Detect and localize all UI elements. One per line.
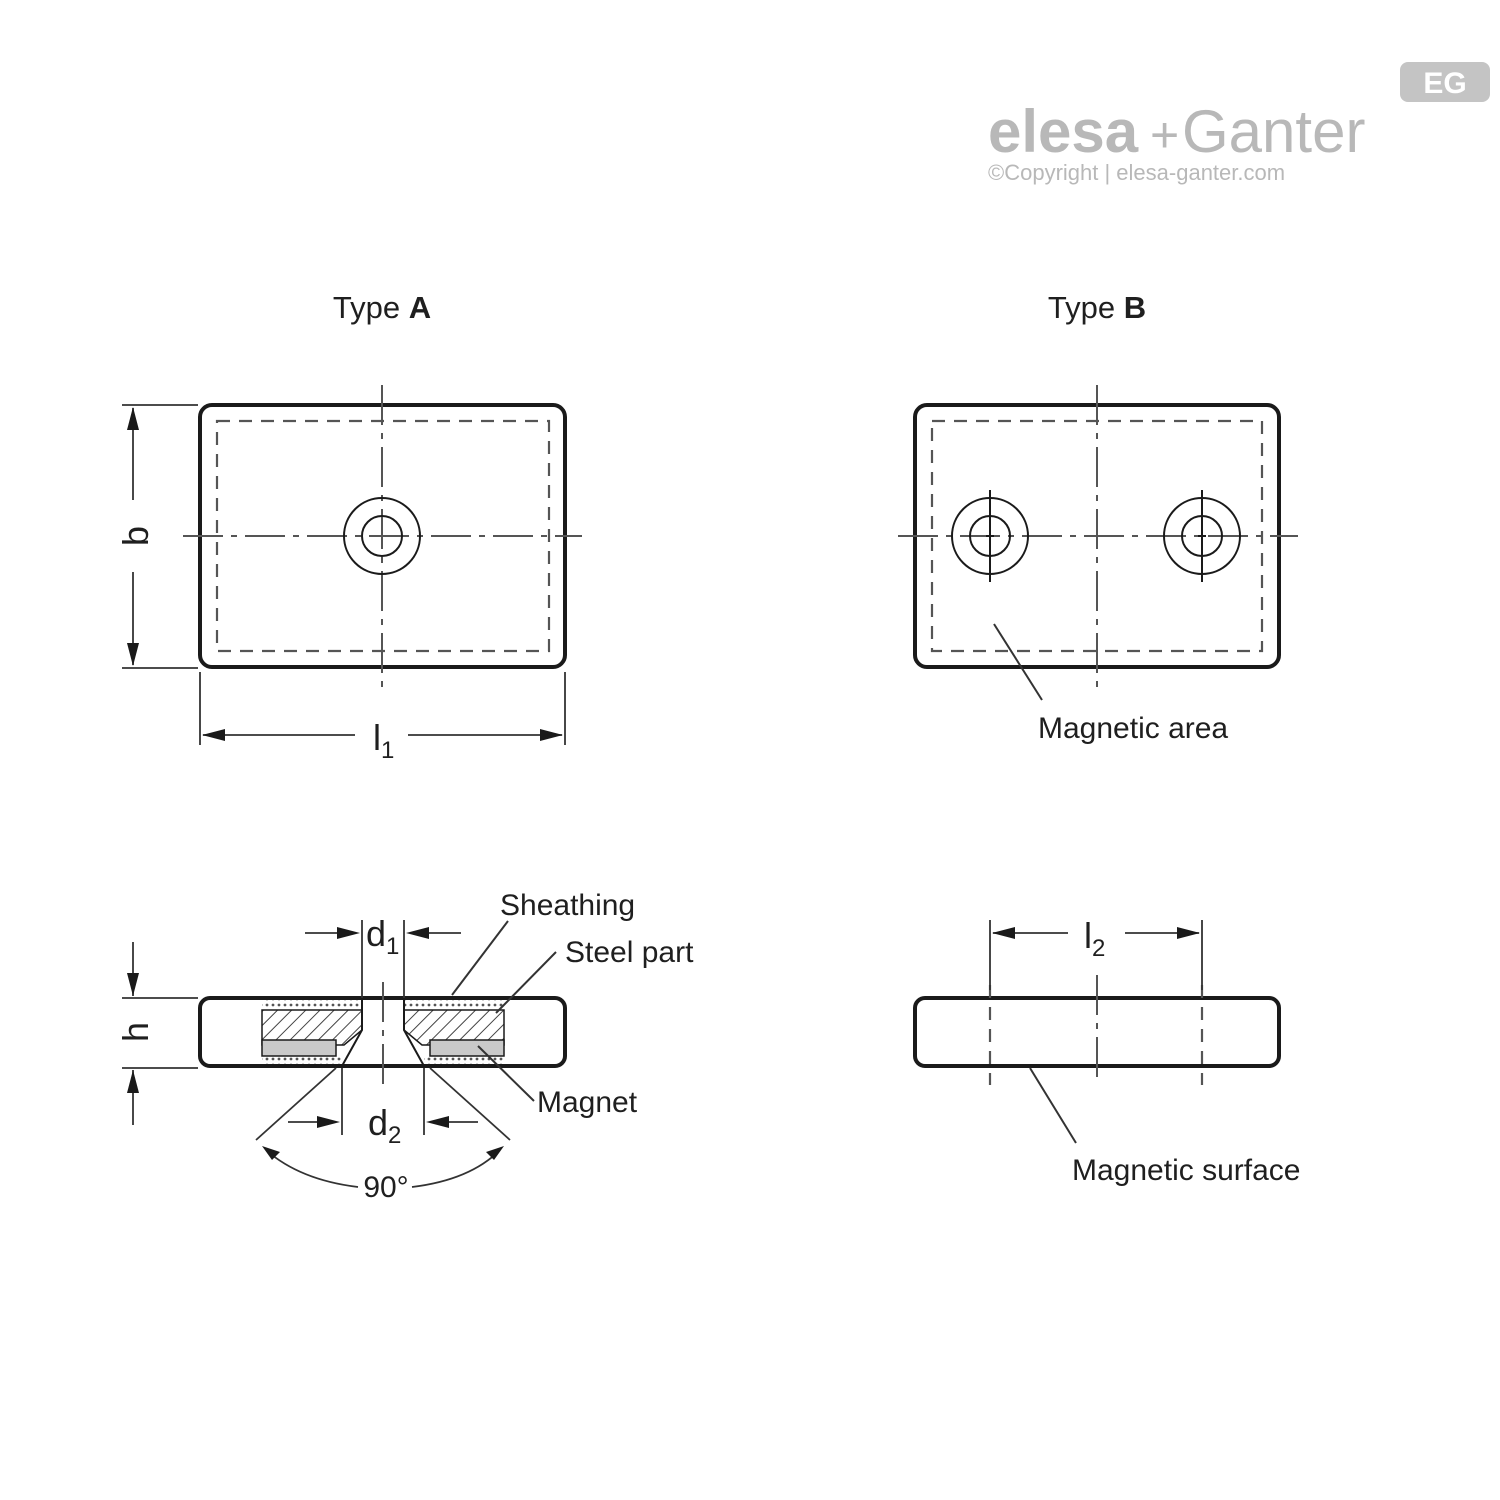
sheathing-leader bbox=[451, 920, 509, 996]
eg-badge: EG bbox=[1400, 62, 1490, 102]
hole-profile-right bbox=[403, 1000, 425, 1067]
type-a-title: Type A bbox=[333, 290, 431, 325]
magnet-left bbox=[261, 1039, 337, 1057]
steel-part-leader bbox=[495, 951, 557, 1014]
section-angle-label: 90° bbox=[363, 1171, 408, 1204]
section-dim-d1: d1 bbox=[366, 913, 399, 960]
sheathing-band-left bbox=[262, 1000, 362, 1010]
brand-logo: elesa + Ganter ©Copyright | elesa-ganter… bbox=[988, 62, 1490, 185]
type-a-dim-b: b bbox=[115, 526, 156, 546]
type-a-top-view: Type A b l1 bbox=[115, 290, 582, 764]
section-dim-d2: d2 bbox=[368, 1102, 401, 1149]
type-a-dim-l1: l1 bbox=[373, 717, 394, 764]
logo-plus: + bbox=[1150, 107, 1179, 163]
section-dim-h: h bbox=[115, 1022, 156, 1042]
steel-part-label: Steel part bbox=[565, 936, 694, 969]
angle-arc-right bbox=[411, 1149, 501, 1188]
type-b-title: Type B bbox=[1048, 290, 1146, 325]
side-dim-l2: l2 bbox=[1084, 915, 1105, 962]
type-a-section-view: h d1 d2 90° Sheathing Steel part Magnet bbox=[115, 889, 694, 1204]
type-b-hole-left bbox=[951, 490, 1029, 582]
eg-badge-text: EG bbox=[1423, 67, 1466, 100]
logo-word-ganter: Ganter bbox=[1182, 98, 1365, 165]
magnet-right bbox=[429, 1039, 505, 1057]
angle-arc-left bbox=[265, 1149, 359, 1188]
sheathing-label: Sheathing bbox=[500, 889, 635, 922]
type-b-hole-right bbox=[1163, 490, 1241, 582]
magnetic-surface-leader bbox=[1029, 1067, 1077, 1144]
type-b-top-view: Type B Magnetic area bbox=[898, 290, 1298, 745]
steel-part-left bbox=[261, 1009, 363, 1046]
type-b-side-view: l2 Magnetic surface bbox=[913, 915, 1300, 1187]
type-a-hole-circle bbox=[361, 515, 403, 557]
logo-word-elesa: elesa bbox=[988, 98, 1139, 165]
magnet-label: Magnet bbox=[537, 1086, 638, 1119]
magnet-leader bbox=[477, 1045, 535, 1102]
magnetic-area-leader bbox=[993, 623, 1043, 701]
magnetic-surface-label: Magnetic surface bbox=[1072, 1154, 1300, 1187]
magnetic-area-label: Magnetic area bbox=[1038, 712, 1228, 745]
sheathing-band-right bbox=[404, 1000, 504, 1010]
type-a-countersink-circle bbox=[343, 497, 421, 575]
hole-profile-left bbox=[341, 1000, 363, 1067]
copyright-text: ©Copyright | elesa-ganter.com bbox=[988, 160, 1285, 185]
